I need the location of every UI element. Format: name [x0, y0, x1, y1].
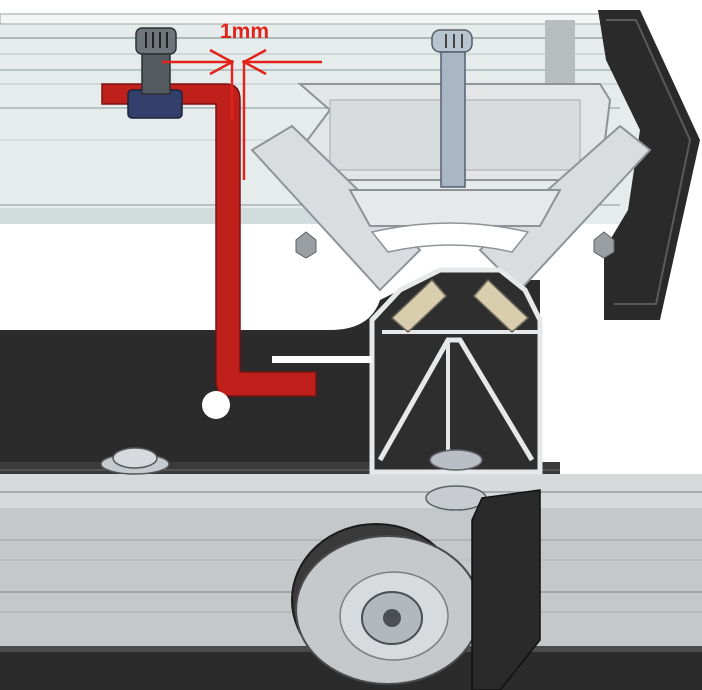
l-bracket — [101, 83, 317, 397]
centre-screw — [431, 29, 473, 188]
side-plate — [598, 10, 700, 320]
gap-dimension-label: 1mm — [220, 20, 269, 43]
frame-screw — [100, 447, 170, 475]
gap-dimension-annotation: 1mm — [162, 20, 322, 180]
lower-bracket — [471, 489, 541, 690]
mounting-hole — [202, 391, 230, 419]
carriage-wheel — [291, 523, 481, 685]
top-left-fastener — [127, 27, 183, 119]
v-profile — [369, 267, 543, 511]
slot — [272, 356, 372, 363]
